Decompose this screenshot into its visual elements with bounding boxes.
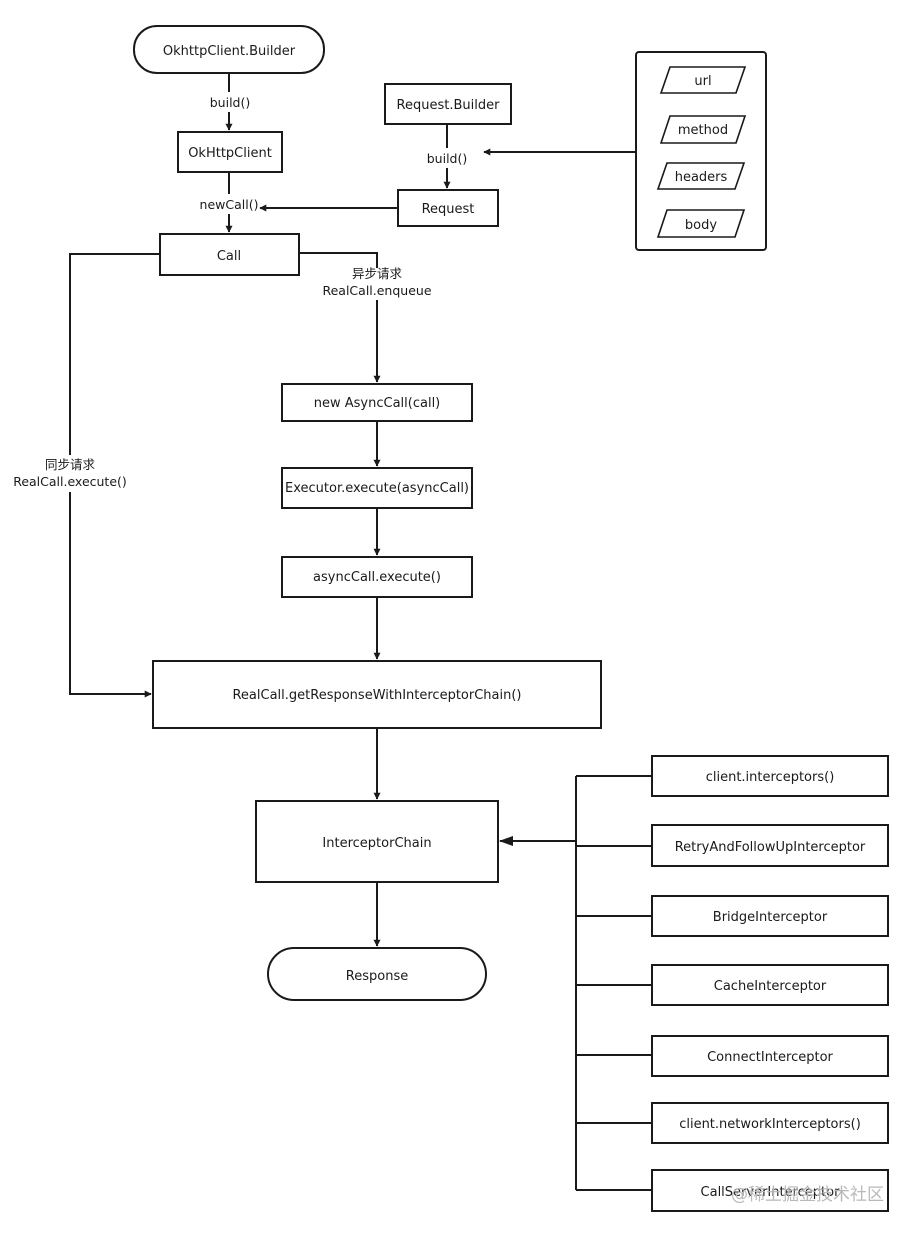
node-new-async-call-label: new AsyncCall(call) — [314, 396, 441, 411]
interceptor-label: BridgeInterceptor — [713, 910, 828, 925]
edge-label-build-request: build() — [427, 151, 468, 166]
edge-label-async-1: 异步请求 — [352, 266, 403, 281]
interceptor-box — [651, 964, 889, 1006]
node-new-async-call — [281, 383, 473, 422]
param-headers-shape — [656, 162, 746, 190]
node-okhttp-client-label: OkHttpClient — [188, 146, 272, 161]
interceptor-label: client.networkInterceptors() — [679, 1117, 861, 1132]
edge-sync-getresponse — [69, 492, 152, 698]
interceptor-label: CacheInterceptor — [714, 979, 827, 994]
watermark: @稀土掘金技术社区 — [731, 1185, 884, 1205]
node-call-label: Call — [217, 249, 241, 264]
node-executor-execute — [281, 467, 473, 509]
interceptor-label: ConnectInterceptor — [707, 1050, 833, 1065]
node-okhttp-builder — [133, 25, 325, 74]
node-request-label: Request — [422, 202, 475, 217]
edge-label-sync-2: RealCall.execute() — [13, 474, 127, 489]
node-executor-execute-label: Executor.execute(asyncCall) — [285, 481, 469, 496]
node-okhttp-client — [177, 131, 283, 173]
edge-call-sync — [69, 253, 160, 455]
interceptor-box — [651, 895, 889, 937]
node-interceptor-chain — [255, 800, 499, 883]
interceptor-box — [651, 1035, 889, 1077]
interceptor-label: RetryAndFollowUpInterceptor — [675, 840, 866, 855]
node-async-execute-label: asyncCall.execute() — [313, 570, 441, 585]
node-get-response — [152, 660, 602, 729]
param-url-shape — [659, 66, 747, 94]
param-url-label: url — [694, 74, 711, 89]
interceptor-box — [651, 755, 889, 797]
interceptor-box — [651, 1102, 889, 1144]
interceptor-label: client.interceptors() — [706, 770, 835, 785]
node-get-response-label: RealCall.getResponseWithInterceptorChain… — [232, 688, 521, 703]
node-call — [159, 233, 300, 276]
node-response — [267, 947, 487, 1001]
node-okhttp-builder-label: OkhttpClient.Builder — [163, 44, 296, 59]
edge-label-new-call: newCall() — [200, 197, 259, 212]
node-request-builder — [384, 83, 512, 125]
edge-label-build-client: build() — [210, 95, 251, 110]
node-request-builder-label: Request.Builder — [397, 98, 501, 113]
interceptor-box — [651, 1169, 889, 1212]
edge-label-async-2: RealCall.enqueue — [322, 283, 431, 298]
interceptor-label: CallServerInterceptor — [701, 1185, 841, 1200]
request-params-group — [635, 51, 767, 251]
param-method-label: method — [678, 123, 728, 138]
param-method-shape — [659, 115, 747, 144]
param-headers-label: headers — [675, 170, 728, 185]
node-interceptor-chain-label: InterceptorChain — [322, 836, 431, 851]
node-response-label: Response — [346, 969, 408, 984]
edge-call-async — [300, 252, 378, 268]
param-body-label: body — [685, 218, 717, 233]
node-request — [397, 189, 499, 227]
edge-label-sync-1: 同步请求 — [45, 457, 96, 472]
param-body-shape — [656, 209, 746, 238]
node-async-execute — [281, 556, 473, 598]
interceptor-box — [651, 824, 889, 867]
